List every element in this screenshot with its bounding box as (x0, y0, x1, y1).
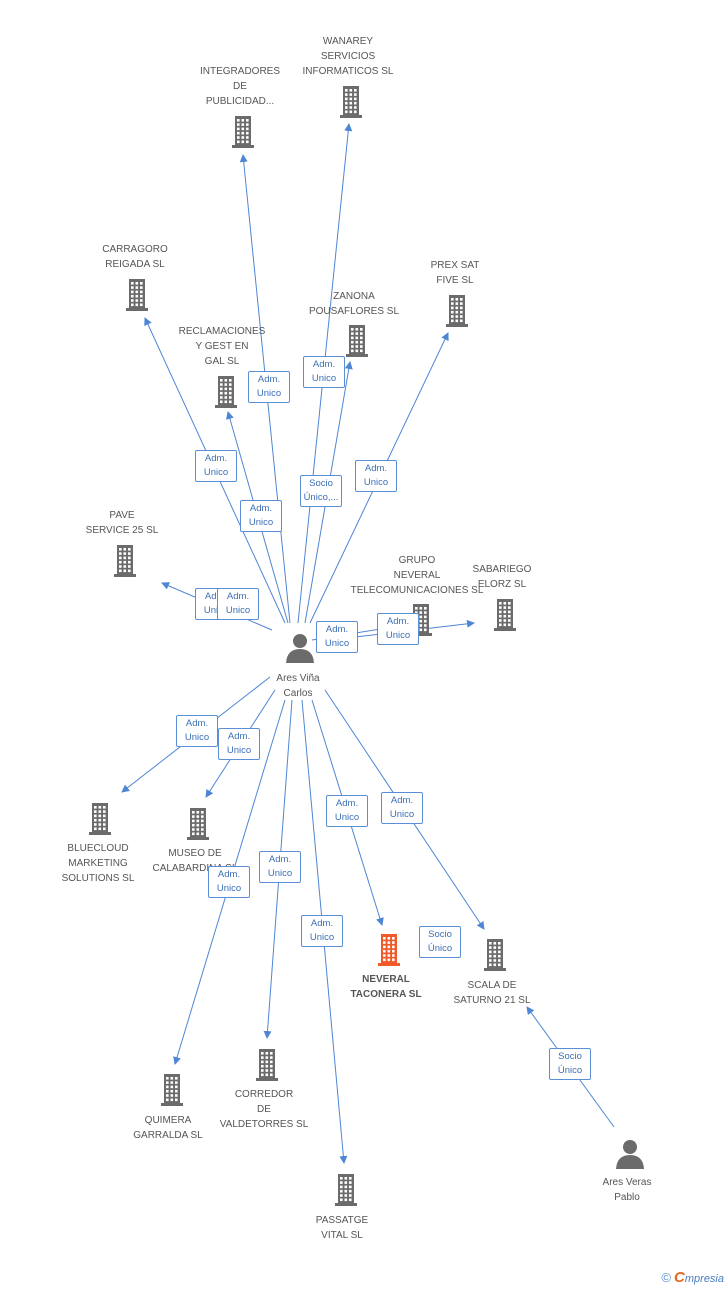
building-icon-neveral[interactable] (378, 934, 400, 966)
edge-label-museo[interactable]: Adm. Unico (218, 728, 260, 760)
building-icon-wanarey[interactable] (340, 86, 362, 118)
edge-label-neveral[interactable]: Adm. Unico (326, 795, 368, 827)
building-icon-bluecloud[interactable] (89, 803, 111, 835)
edge-label-scala[interactable]: Socio Único (549, 1048, 591, 1080)
nodes-layer (89, 86, 644, 1206)
edge-label-integradores[interactable]: Adm. Unico (248, 371, 290, 403)
building-icon-sabariego[interactable] (494, 599, 516, 631)
building-icon-zanona[interactable] (346, 325, 368, 357)
node-label-pave[interactable]: PAVE SERVICE 25 SL (85, 510, 159, 536)
person-icon-ares_pablo[interactable] (616, 1140, 644, 1169)
edge-label-carragoro[interactable]: Adm. Unico (195, 450, 237, 482)
edge-label-scala[interactable]: Adm. Unico (381, 792, 423, 824)
building-icon-scala[interactable] (484, 939, 506, 971)
edge-label-passatge[interactable]: Adm. Unico (301, 915, 343, 947)
edge-label-prex[interactable]: Adm. Unico (355, 460, 397, 492)
building-icon-corredor[interactable] (256, 1049, 278, 1081)
node-label-neveral[interactable]: NEVERAL TACONERA SL (350, 974, 422, 1000)
node-label-quimera[interactable]: QUIMERA GARRALDA SL (133, 1115, 203, 1141)
edge-label-reclamaciones[interactable]: Adm. Unico (240, 500, 282, 532)
edge-label-sabariego[interactable]: Adm. Unico (377, 613, 419, 645)
node-label-corredor[interactable]: CORREDOR DE VALDETORRES SL (219, 1089, 309, 1130)
brand-name: mpresia (684, 1273, 724, 1285)
node-label-sabariego[interactable]: SABARIEGO ELORZ SL (472, 564, 532, 590)
building-icon-carragoro[interactable] (126, 279, 148, 311)
node-label-passatge[interactable]: PASSATGE VITAL SL (315, 1215, 369, 1241)
edge-label-quimera[interactable]: Adm. Unico (208, 866, 250, 898)
node-label-scala[interactable]: SCALA DE SATURNO 21 SL (453, 980, 531, 1006)
node-label-carragoro[interactable]: CARRAGORO REIGADA SL (102, 244, 168, 270)
edge-label-extra[interactable]: Adm. Unico (217, 588, 259, 620)
building-icon-prex[interactable] (446, 295, 468, 327)
building-icon-integradores[interactable] (232, 116, 254, 148)
building-icon-passatge[interactable] (335, 1174, 357, 1206)
edge-label-wanarey[interactable]: Adm. Unico (303, 356, 345, 388)
node-label-bluecloud[interactable]: BLUECLOUD MARKETING SOLUTIONS SL (61, 843, 135, 884)
edge-label-extra[interactable]: Socio Único (419, 926, 461, 958)
node-label-wanarey[interactable]: WANAREY SERVICIOS INFORMATICOS SL (302, 36, 394, 77)
node-label-ares_pablo[interactable]: Ares Veras Pablo (602, 1177, 652, 1203)
person-icon-ares_carlos[interactable] (286, 634, 314, 663)
edge-label-grupo[interactable]: Adm. Unico (316, 621, 358, 653)
copyright-symbol: © (661, 1270, 671, 1285)
node-label-prex[interactable]: PREX SAT FIVE SL (430, 260, 480, 286)
building-icon-reclamaciones[interactable] (215, 376, 237, 408)
node-label-zanona[interactable]: ZANONA POUSAFLORES SL (308, 291, 400, 317)
edge-label-corredor[interactable]: Adm. Unico (259, 851, 301, 883)
node-label-ares_carlos[interactable]: Ares Viña Carlos (276, 673, 320, 699)
brand-initial: C (674, 1269, 685, 1286)
building-icon-pave[interactable] (114, 545, 136, 577)
node-label-reclamaciones[interactable]: RECLAMACIONES Y GEST EN GAL SL (178, 326, 266, 367)
node-label-grupo[interactable]: GRUPO NEVERAL TELECOMUNICACIONES SL (350, 555, 484, 596)
node-label-integradores[interactable]: INTEGRADORES DE PUBLICIDAD... (199, 66, 281, 107)
edge-label-zanona[interactable]: Socio Único,... (300, 475, 342, 507)
edge-label-bluecloud[interactable]: Adm. Unico (176, 715, 218, 747)
edges-layer (121, 123, 615, 1164)
building-icon-museo[interactable] (187, 808, 209, 840)
footer-brand[interactable]: © Cmpresia (661, 1269, 724, 1286)
building-icon-quimera[interactable] (161, 1074, 183, 1106)
